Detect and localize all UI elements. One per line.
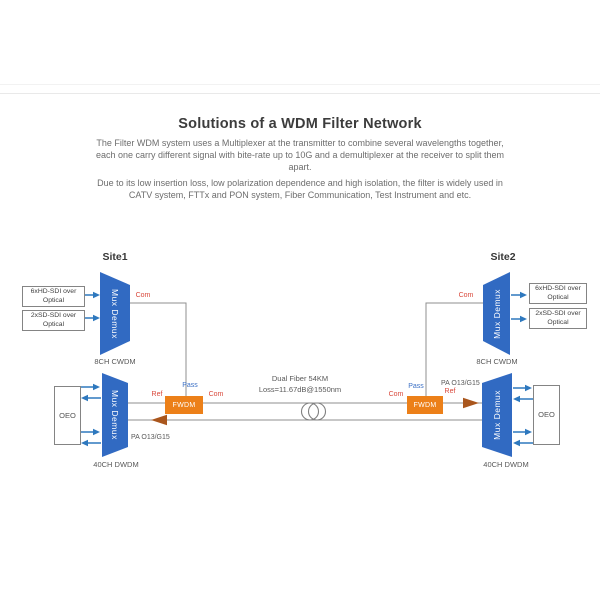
site1-oeo-rx-arrow-2-head	[81, 439, 88, 447]
fiber-distance-label: Dual Fiber 54KM	[271, 374, 329, 383]
intro-paragraph-2: Due to its low insertion loss, low polar…	[97, 177, 503, 200]
site2-fwdm-pass-label: Pass	[408, 383, 424, 390]
site1-40ch-mux-label: Mux Demux	[110, 390, 120, 440]
header-divider	[0, 93, 600, 94]
fiber-coil-icon	[300, 402, 327, 421]
page-title: Solutions of a WDM Filter Network	[178, 116, 422, 132]
intro-text: The Filter WDM system uses a Multiplexer…	[88, 137, 512, 204]
site1-cwdm-com-label: Com	[135, 292, 151, 299]
site2-fwdm-box: FWDM	[407, 396, 443, 414]
site1-dwdm-caption: 40CH DWDM	[93, 460, 139, 469]
site2-dwdm-caption: 40CH DWDM	[483, 460, 529, 469]
site2-fwdm-com-label: Com	[388, 391, 404, 398]
site2-hd-sdi-box: 6xHD-SDI over Optical	[529, 283, 587, 304]
site2-sd-sdi-box: 2xSD-SDI over Optical	[529, 308, 587, 329]
site1-fwdm-pass-label: Pass	[182, 382, 198, 389]
mux-shapes	[100, 272, 512, 457]
site1-hd-sdi-box: 6xHD-SDI over Optical	[22, 286, 85, 307]
site1-40ch-mux: Mux Demux	[102, 373, 128, 457]
site1-oeo-rx-arrow-1-head	[81, 394, 88, 402]
site1-fwdm-ref-label: Ref	[151, 391, 163, 398]
fiber-coil-loop-left	[300, 402, 320, 421]
site2-hd-arrow-head	[520, 291, 527, 299]
intro-paragraph-1: The Filter WDM system uses a Multiplexer…	[95, 138, 505, 173]
site2-oeo-tx-arrow-2-head	[513, 439, 520, 447]
fiber-coil-loop-right	[307, 402, 327, 421]
site2-cwdm-caption: 8CH CWDM	[476, 357, 518, 366]
site2-8ch-mux: Mux Demux	[483, 272, 510, 355]
site1-oeo-tx-arrow-1-head	[93, 383, 100, 391]
fiber-coil-mask	[301, 403, 325, 420]
site2-oeo-rx-arrow-1-head	[525, 384, 532, 392]
channel-arrows	[81, 291, 533, 447]
site2-fwdm-ref-label: Ref	[444, 388, 456, 395]
site1-oeo-box: OEO	[54, 386, 81, 445]
site1-receive-arrow-icon	[151, 414, 167, 426]
site1-oeo-tx-arrow-2-head	[93, 428, 100, 436]
site1-cwdm-caption: 8CH CWDM	[94, 357, 136, 366]
site2-oeo-box: OEO	[533, 385, 560, 445]
site2-sd-arrow-head	[520, 315, 527, 323]
site1-fwdm-box: FWDM	[165, 396, 203, 414]
site2-pa-label: PA O13/G15	[441, 380, 480, 387]
site1-title: Site1	[102, 251, 128, 263]
top-divider	[0, 84, 600, 85]
site1-8ch-mux: Mux Demux	[100, 272, 130, 355]
fiber-loss-label: Loss=11.67dB@1550nm	[258, 385, 342, 394]
site1-sd-arrow-head	[93, 314, 100, 322]
site2-title: Site2	[490, 251, 516, 263]
site2-receive-arrow-icon	[463, 397, 479, 409]
site1-hd-arrow-head	[93, 291, 100, 299]
site1-8ch-mux-label: Mux Demux	[110, 288, 120, 339]
site1-fwdm-com-label: Com	[208, 391, 224, 398]
site2-8ch-mux-label: Mux Demux	[491, 288, 502, 339]
site2-cwdm-com-label: Com	[458, 292, 474, 299]
site1-pa-label: PA O13/G15	[131, 434, 170, 441]
site2-oeo-rx-arrow-2-head	[525, 428, 532, 436]
site2-oeo-tx-arrow-1-head	[513, 395, 520, 403]
site1-sd-sdi-box: 2xSD-SDI over Optical	[22, 310, 85, 331]
site2-40ch-mux-label: Mux Demux	[492, 390, 502, 440]
